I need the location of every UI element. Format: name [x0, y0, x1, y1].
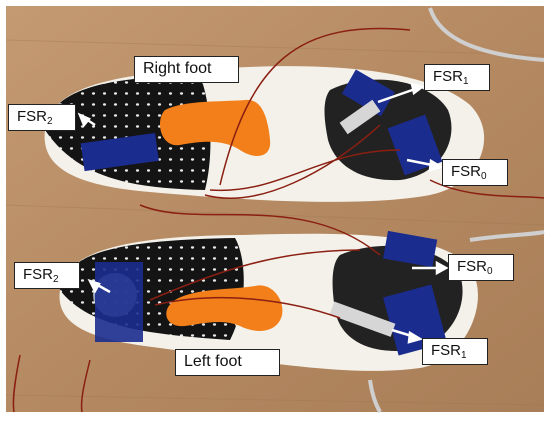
- annotation-arrows: [77, 82, 449, 344]
- label-fsr2-left: FSR2: [14, 262, 80, 289]
- fsr-subscript: 0: [481, 171, 487, 182]
- fsr-subscript: 1: [463, 76, 469, 87]
- left-orange-pad: [166, 285, 283, 331]
- label-right-foot: Right foot: [134, 56, 239, 83]
- fsr-text: FSR: [17, 108, 47, 125]
- grey-cable-bottom: [368, 379, 382, 413]
- floor-planks: [5, 39, 545, 406]
- fsr-text: FSR: [451, 163, 481, 180]
- label-fsr0-left: FSR0: [448, 254, 514, 281]
- fsr-subscript: 2: [47, 116, 53, 127]
- label-fsr1-right: FSR1: [424, 64, 490, 91]
- label-left-foot: Left foot: [175, 349, 280, 376]
- left-insole: [59, 230, 478, 371]
- fsr-subscript: 2: [53, 274, 59, 285]
- fsr-text: FSR: [431, 342, 461, 359]
- grey-cable: [428, 7, 545, 62]
- fsr-subscript: 1: [461, 350, 467, 361]
- fsr-text: FSR: [457, 258, 487, 275]
- label-fsr1-left: FSR1: [422, 338, 488, 365]
- label-fsr0-right: FSR0: [442, 159, 508, 186]
- fsr-text: FSR: [433, 68, 463, 85]
- grey-cable-lower: [469, 230, 545, 242]
- fsr-text: FSR: [23, 266, 53, 283]
- label-fsr2-right: FSR2: [8, 104, 76, 131]
- fsr-subscript: 0: [487, 266, 493, 277]
